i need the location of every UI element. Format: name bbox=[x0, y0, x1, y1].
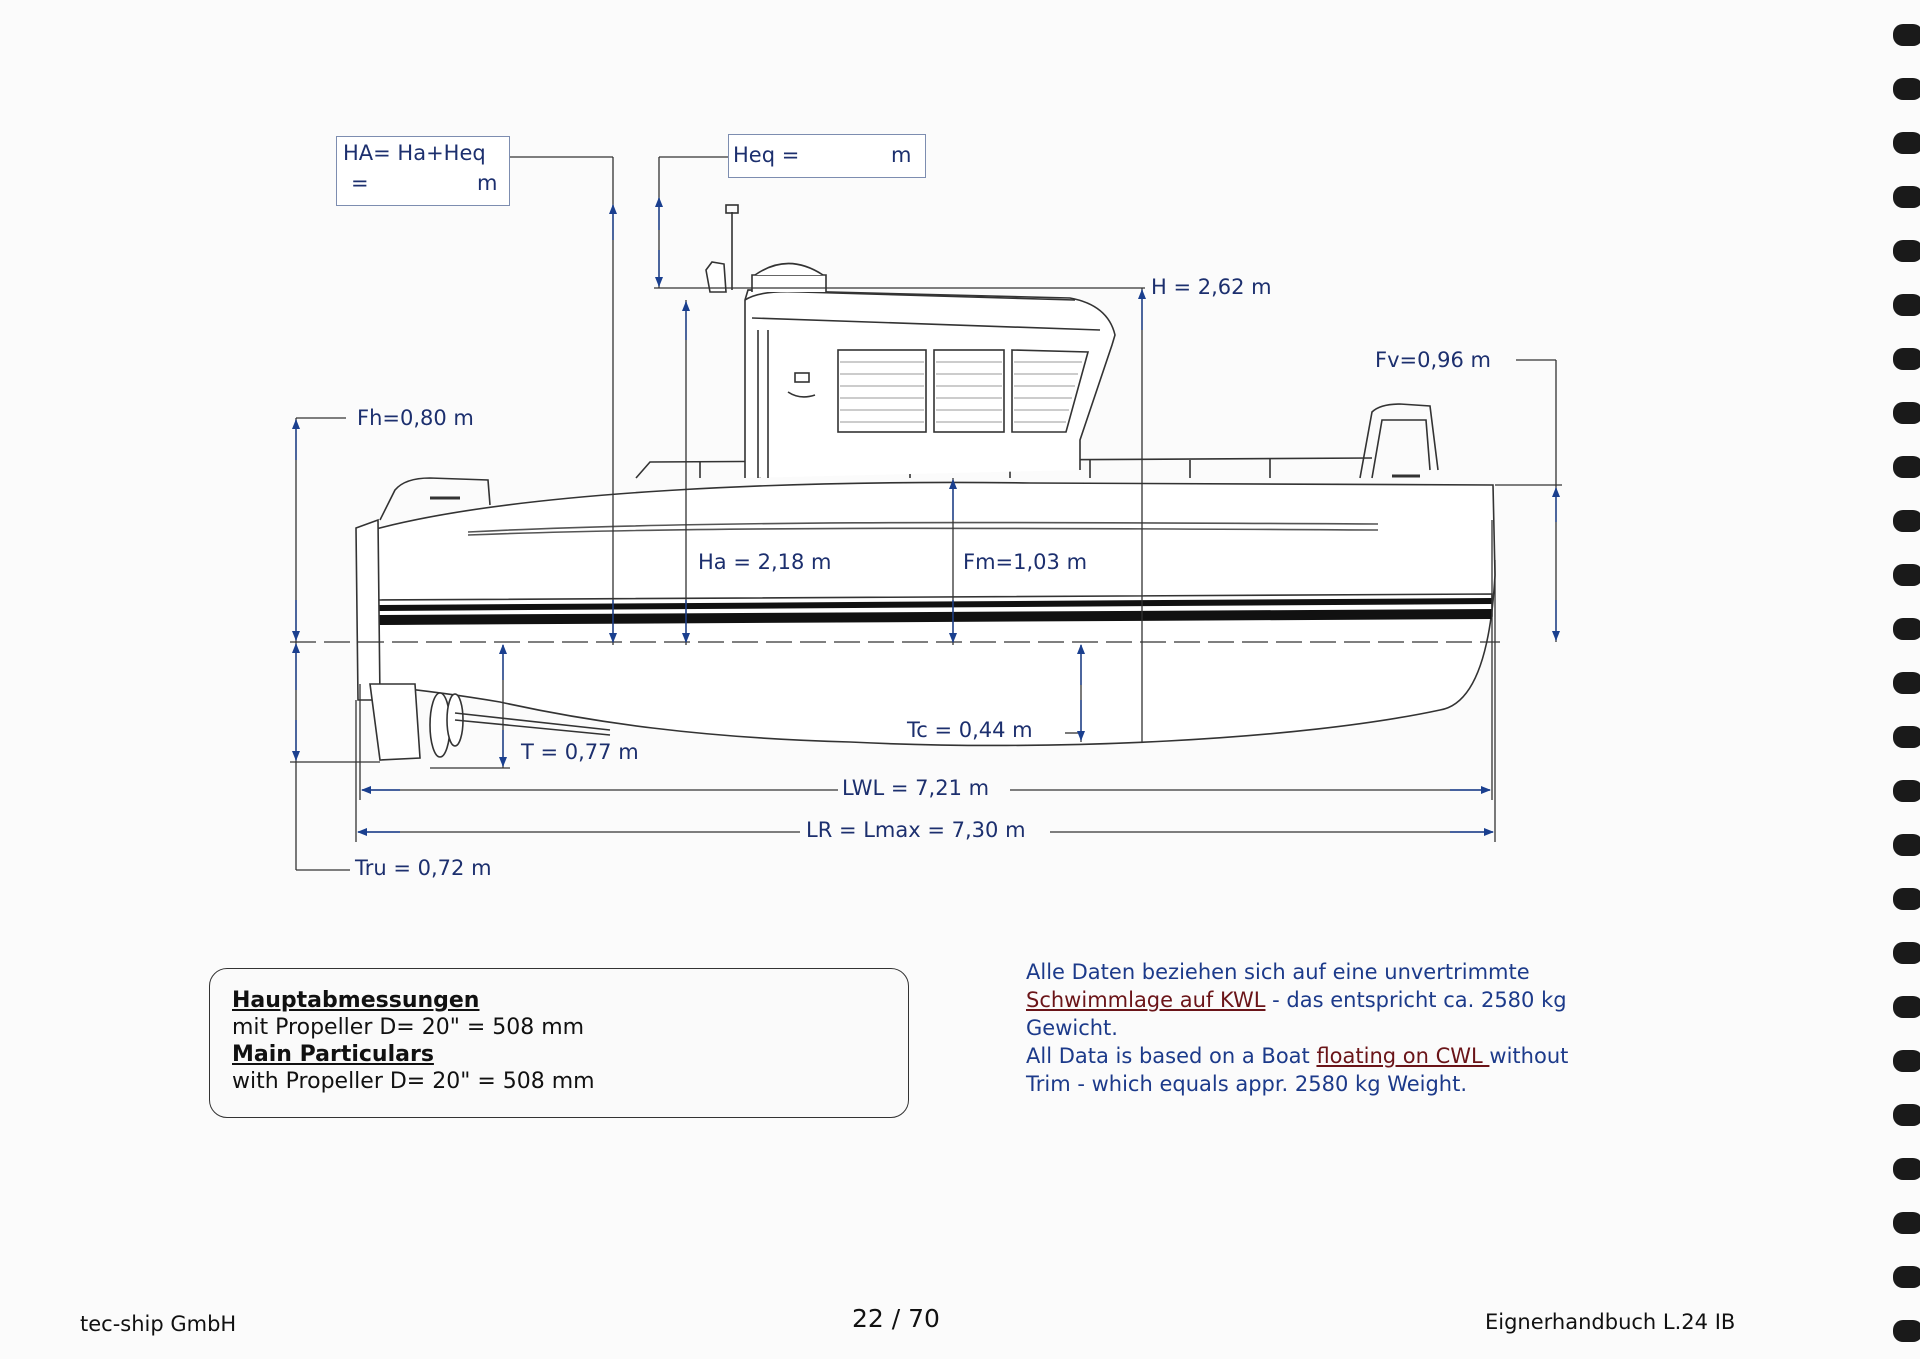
footer-page-number: 22 / 70 bbox=[852, 1304, 940, 1333]
main-particulars-box: Hauptabmessungen mit Propeller D= 20" = … bbox=[209, 968, 909, 1118]
note-de-line1: Alle Daten beziehen sich auf eine unvert… bbox=[1026, 960, 1530, 984]
particulars-title-en: Main Particulars bbox=[232, 1042, 434, 1067]
note-en-line1: All Data is based on a Boat floating on … bbox=[1026, 1042, 1646, 1070]
ha-formula-equals: = bbox=[351, 171, 369, 195]
dimension-arrows bbox=[292, 197, 1560, 836]
heq-box: Heq = m bbox=[728, 134, 926, 178]
note-de-line2: Schwimmlage auf KWL - das entspricht ca.… bbox=[1026, 986, 1646, 1014]
note-de-line2-rest: - das entspricht ca. 2580 kg bbox=[1265, 988, 1567, 1012]
dim-lr: LR = Lmax = 7,30 m bbox=[806, 818, 1026, 842]
note-de-line3: Gewicht. bbox=[1026, 1016, 1118, 1040]
particulars-line-de: mit Propeller D= 20" = 508 mm bbox=[232, 1015, 585, 1040]
boat-hull bbox=[355, 204, 1496, 761]
dim-ha: Ha = 2,18 m bbox=[698, 550, 832, 574]
dim-tc: Tc = 0,44 m bbox=[907, 718, 1033, 742]
footer-company: tec-ship GmbH bbox=[80, 1312, 237, 1336]
particulars-title-de: Hauptabmessungen bbox=[232, 988, 480, 1013]
heq-label: Heq = bbox=[733, 143, 800, 167]
dim-t: T = 0,77 m bbox=[521, 740, 639, 764]
note-en-line1b: without bbox=[1489, 1044, 1569, 1068]
note-de-underlined: Schwimmlage auf KWL bbox=[1026, 988, 1266, 1012]
heq-unit: m bbox=[891, 143, 912, 167]
dimension-lines bbox=[290, 156, 1562, 871]
ha-formula-unit: m bbox=[477, 171, 498, 195]
ha-formula-label: HA= Ha+Heq bbox=[343, 141, 486, 165]
dim-fh: Fh=0,80 m bbox=[357, 406, 474, 430]
note-en-line1a: All Data is based on a Boat bbox=[1026, 1044, 1317, 1068]
dim-h: H = 2,62 m bbox=[1151, 275, 1272, 299]
trim-note: Alle Daten beziehen sich auf eine unvert… bbox=[1026, 958, 1646, 1098]
particulars-line-en: with Propeller D= 20" = 508 mm bbox=[232, 1069, 595, 1094]
dim-lwl: LWL = 7,21 m bbox=[842, 776, 990, 800]
note-en-line2: Trim - which equals appr. 2580 kg Weight… bbox=[1026, 1072, 1468, 1096]
footer-manual-title: Eignerhandbuch L.24 IB bbox=[1485, 1310, 1736, 1334]
ha-formula-box: HA= Ha+Heq = m bbox=[336, 136, 510, 206]
dim-tru: Tru = 0,72 m bbox=[355, 856, 492, 880]
note-en-underlined: floating on CWL bbox=[1316, 1044, 1490, 1068]
dim-fv: Fv=0,96 m bbox=[1375, 348, 1491, 372]
binding-holes bbox=[1893, 24, 1920, 1342]
dim-fm: Fm=1,03 m bbox=[963, 550, 1088, 574]
